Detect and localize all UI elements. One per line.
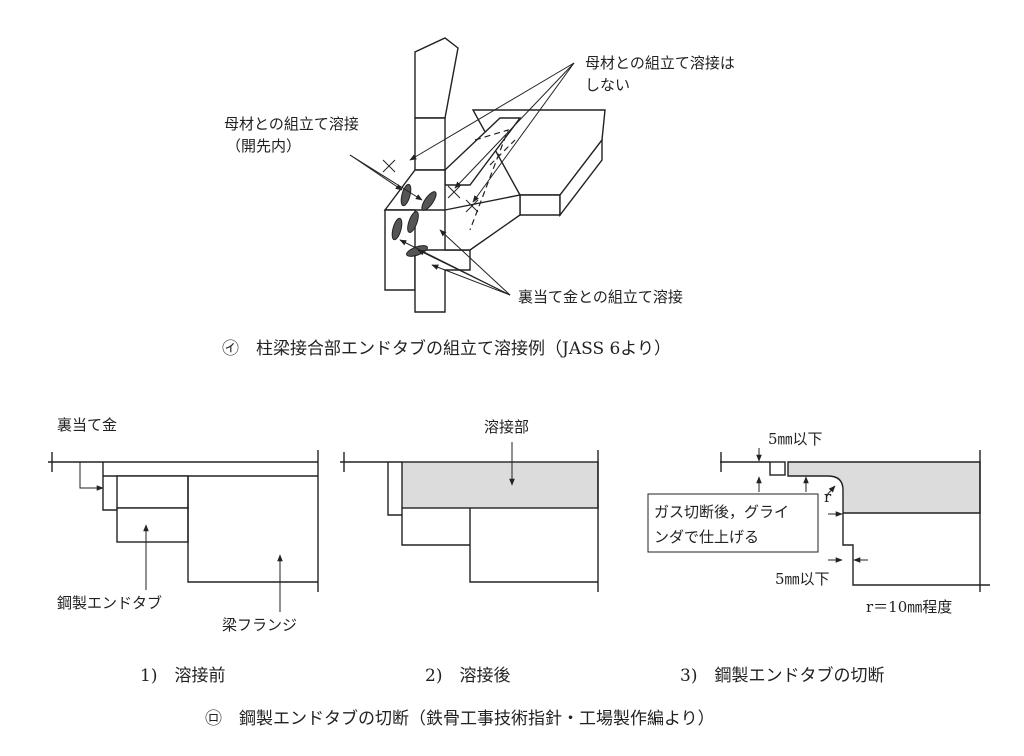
panel2-caption: 2) 溶接後 xyxy=(425,666,510,686)
figure-a-caption: ㋑ 柱梁接合部エンドタブの組立て溶接例（JASS 6より） xyxy=(222,338,671,359)
panel-before-welding xyxy=(48,450,319,612)
label-radius: r＝10㎜程度 xyxy=(866,598,952,616)
note-line1: ガス切断後，グライ xyxy=(654,503,789,521)
panel-after-welding xyxy=(340,442,599,592)
label-no-weld-base-line1: 母材との組立て溶接は xyxy=(585,54,735,72)
weld-zone-cut xyxy=(787,461,981,514)
label-dim-top: 5㎜以下 xyxy=(768,430,823,448)
panel1-caption: 1) 溶接前 xyxy=(140,666,225,686)
panel-cutting xyxy=(720,448,990,592)
column-plate-upper xyxy=(414,37,459,119)
label-endtab: 鋼製エンドタブ xyxy=(57,594,162,612)
label-no-weld-base-line2: しない xyxy=(585,76,630,94)
end-tab-lower xyxy=(414,249,471,313)
beam-flange-end xyxy=(559,137,603,218)
label-weld: 溶接部 xyxy=(484,418,529,436)
column-plate-middle xyxy=(414,117,446,171)
label-backing: 裏当て金 xyxy=(57,416,117,434)
beam-flange-side xyxy=(519,194,561,216)
label-flange: 梁フランジ xyxy=(222,616,297,634)
leader-lines xyxy=(349,62,575,296)
note-box xyxy=(647,493,819,553)
label-dim-bottom: 5㎜以下 xyxy=(775,570,830,588)
note-line2: ンダで仕上げる xyxy=(654,528,759,546)
label-weld-base-line1: 母材との組立て溶接 xyxy=(224,115,359,133)
isometric-joint-drawing xyxy=(349,37,606,313)
panel3-caption: 3) 鋼製エンドタブの切断 xyxy=(680,665,884,686)
column-plate-joint xyxy=(383,169,446,211)
end-tab xyxy=(444,194,521,251)
weld-zone xyxy=(401,461,599,509)
figure-b-caption: ㋺ 鋼製エンドタブの切断（鉄骨工事技術指針・工場製作編より） xyxy=(205,708,715,729)
hidden-lines xyxy=(469,129,516,231)
tack-welds xyxy=(391,183,437,257)
label-r: r xyxy=(824,488,832,506)
label-weld-base-line2: （開先内） xyxy=(226,137,301,155)
label-weld-backing: 裏当て金との組立て溶接 xyxy=(518,288,683,306)
